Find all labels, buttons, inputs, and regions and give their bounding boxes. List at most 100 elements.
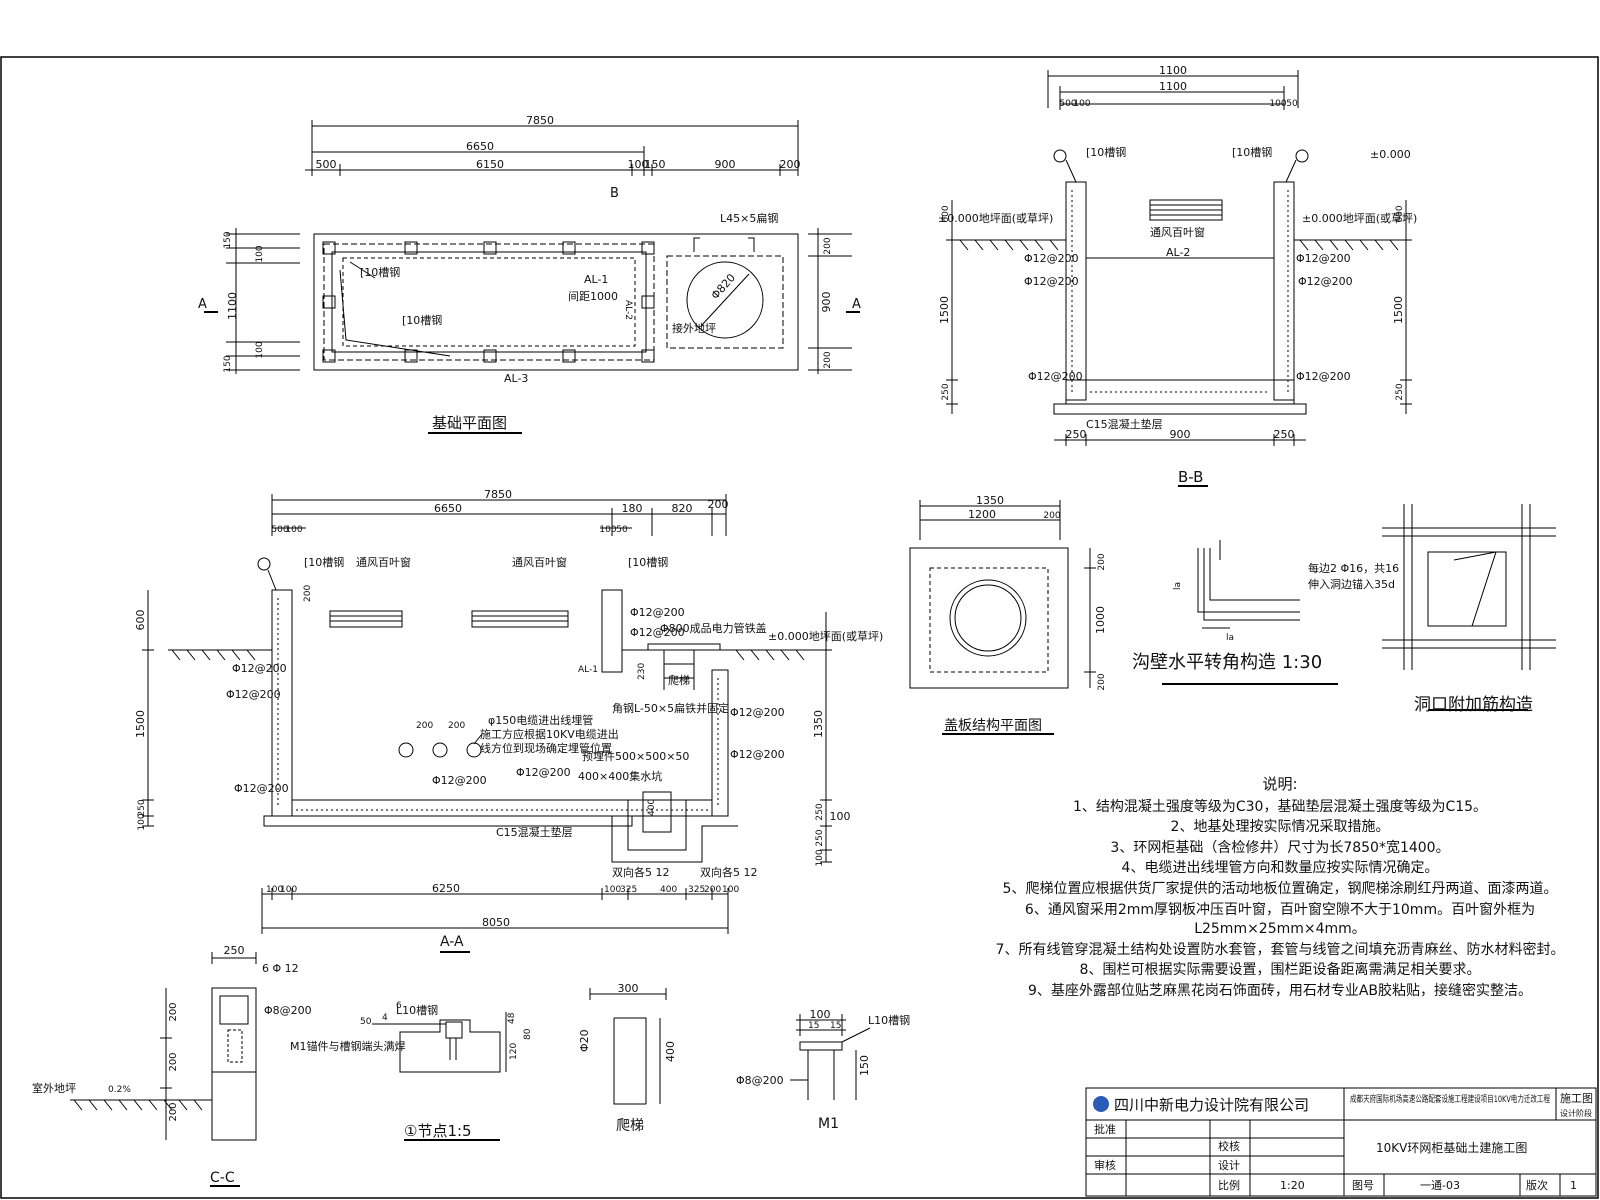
drawing-annotation: 200: [168, 1102, 179, 1121]
section-aa-title: A-A: [440, 934, 464, 950]
drawing-annotation: Φ800成品电力管铁盖: [660, 621, 767, 635]
drawing-annotation: 900: [820, 292, 833, 313]
drawing-annotation: 250: [815, 829, 825, 846]
drawing-annotation: 600: [134, 610, 147, 631]
m1-detail: [790, 1014, 871, 1100]
section-cc: [70, 952, 257, 1187]
drawing-annotation: la: [1173, 582, 1183, 590]
cover-plan-text: 1350 1200 200 200 1000 200 盖板结构平面图: [944, 494, 1107, 734]
drawing-annotation: 250: [815, 803, 825, 820]
drawing-annotation: 200: [1043, 511, 1060, 521]
note-item: 7、所有线管穿混凝土结构处设置防水套管，套管与线管之间填充沥青麻丝、防水材料密封…: [995, 941, 1565, 958]
drawing-annotation: Φ8@200: [736, 1074, 784, 1087]
drawing-annotation: Φ12@200: [630, 606, 685, 619]
opening-detail-text: 每边2 Φ16，共16 伸入洞边锚入35d 洞口附加筋构造: [1308, 561, 1533, 715]
drawing-annotation: [10槽钢: [1232, 146, 1272, 159]
drawing-annotation: 6250: [432, 882, 460, 895]
drawing-annotation: 200: [416, 721, 433, 731]
note-item: 1、结构混凝土强度等级为C30，基础垫层混凝土强度等级为C15。: [1072, 798, 1488, 815]
drawing-annotation: 900: [715, 158, 736, 171]
note-item: 2、地基处理按实际情况采取措施。: [1170, 819, 1390, 836]
drawing-annotation: Φ12@200: [234, 782, 289, 795]
drawing-name: 10KV环网柜基础土建施工图: [1376, 1141, 1527, 1155]
ladder-detail: [589, 988, 667, 1105]
drawing-annotation: 6650: [466, 140, 494, 153]
opening-detail-title: 洞口附加筋构造: [1414, 695, 1533, 715]
drawing-annotation: 150: [645, 158, 666, 171]
drawing-annotation: 审核: [1094, 1158, 1116, 1172]
cover-plan-title: 盖板结构平面图: [944, 718, 1042, 734]
drawing-annotation: 250: [224, 944, 245, 957]
drawing-annotation: 1100: [1159, 80, 1187, 93]
drawing-annotation: 100: [255, 245, 265, 262]
drawing-annotation: 100: [604, 885, 621, 895]
drawing-annotation: Φ12@200: [1296, 252, 1351, 265]
drawing-annotation: 600: [941, 205, 951, 222]
plan-title: 基础平面图: [432, 414, 507, 432]
section-bb-text: 1100 1100 500 100 100 50 [10槽钢 [10槽钢 ±0.…: [938, 64, 1417, 486]
node-detail: [372, 1012, 507, 1141]
drawing-annotation: 1500: [134, 710, 147, 738]
drawing-annotation: 100: [830, 810, 851, 823]
drawing-annotation: ±0.000地坪面(或草坪): [1302, 212, 1417, 225]
drawing-annotation: 6 Φ 12: [262, 962, 299, 975]
note-item: 4、电缆进出线埋管方向和数量应按实际情况确定。: [1121, 860, 1439, 877]
drawing-annotation: 接外地坪: [672, 322, 716, 335]
foundation-plan-text: 7850 6650 500 6150 100 150 900 200 B A A…: [198, 114, 861, 432]
drawing-annotation: Φ8@200: [264, 1004, 312, 1017]
drawing-annotation: 设计阶段: [1560, 1108, 1592, 1118]
drawing-annotation: 100: [1073, 99, 1090, 109]
drawing-annotation: 200: [168, 1002, 179, 1021]
drawing-annotation: [10槽钢: [628, 556, 668, 569]
drawing-annotation: 325: [688, 885, 705, 895]
drawing-annotation: AL-2: [1166, 246, 1190, 259]
drawing-annotation: A: [852, 297, 861, 312]
opening-detail: [1382, 504, 1556, 711]
cover-plan: [909, 500, 1096, 735]
section-cc-text: 250 200 200 200 6 Φ 12 Φ8@200 室外地坪 0.2% …: [32, 944, 312, 1186]
design-notes: 说明: 1、结构混凝土强度等级为C30，基础垫层混凝土强度等级为C15。 2、地…: [990, 775, 1570, 1003]
drawing-annotation: 180: [622, 502, 643, 515]
drawing-annotation: 100: [722, 885, 739, 895]
company-name: 四川中新电力设计院有限公司: [1114, 1096, 1309, 1114]
drawing-annotation: 250: [1274, 428, 1295, 441]
drawing-annotation: Φ12@200: [730, 706, 785, 719]
section-aa: [142, 494, 832, 953]
drawing-annotation: 6650: [434, 502, 462, 515]
drawing-annotation: Φ12@200: [516, 766, 571, 779]
drawing-annotation: 每边2 Φ16，共16: [1308, 561, 1399, 575]
drawing-annotation: 角钢L-50×5扁铁并固定: [612, 701, 729, 715]
ladder-title: 爬梯: [616, 1118, 644, 1134]
drawing-annotation: 80: [523, 1028, 533, 1040]
drawing-annotation: 双向各5 12: [612, 865, 670, 879]
corner-detail-text: la la 沟壁水平转角构造 1:30: [1132, 582, 1322, 673]
drawing-annotation: [10槽钢: [1086, 146, 1126, 159]
drawing-annotation: 1000: [1094, 606, 1107, 634]
section-bb-title: B-B: [1178, 468, 1203, 486]
drawing-annotation: AL-1: [578, 665, 598, 675]
drawing-annotation: 批准: [1094, 1122, 1116, 1136]
drawing-annotation: Φ12@200: [1298, 275, 1353, 288]
drawing-annotation: 150: [223, 355, 233, 372]
drawing-annotation: 300: [618, 982, 639, 995]
drawing-annotation: 比例: [1218, 1178, 1240, 1192]
title-block-frame: [1085, 1087, 1597, 1197]
ladder-detail-text: 300 Φ20 400 爬梯: [578, 982, 677, 1134]
drawing-annotation: φ150电缆进出线埋管: [488, 713, 593, 727]
drawing-annotation: 200: [1097, 553, 1107, 570]
note-item: 9、基座外露部位贴芝麻黑花岗石饰面砖，用石材专业AB胶粘贴，接缝密实整洁。: [1027, 982, 1533, 999]
drawing-annotation: 1500: [938, 296, 951, 324]
drawing-annotation: 1100: [226, 292, 239, 320]
drawing-annotation: la: [1226, 633, 1234, 643]
drawing-annotation: 200: [303, 585, 313, 602]
drawing-annotation: 15: [830, 1021, 841, 1031]
drawing-annotation: 250: [941, 383, 951, 400]
drawing-annotation: 50: [616, 525, 628, 535]
drawing-annotation: 250: [1395, 383, 1405, 400]
drawing-annotation: 150: [858, 1055, 871, 1076]
notes-title: 说明:: [1262, 775, 1298, 793]
drawing-annotation: 图号: [1352, 1179, 1374, 1192]
drawing-annotation: 230: [637, 663, 647, 680]
drawing-annotation: 100: [815, 849, 825, 866]
